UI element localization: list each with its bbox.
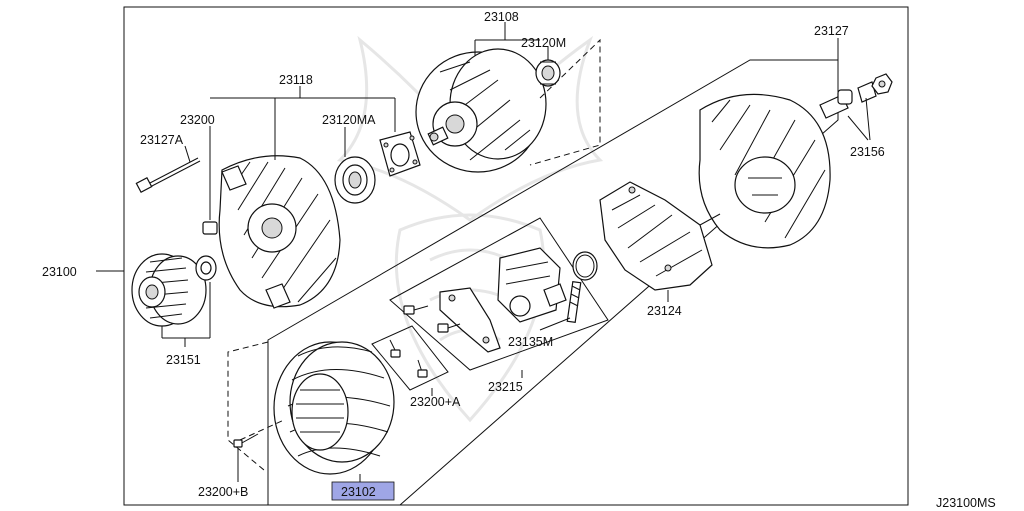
rotor-dashed-bracket [529,38,601,166]
outer-frame [123,6,909,506]
screw-23200b[interactable] [233,433,259,448]
o-ring[interactable] [572,251,598,281]
pulley-washer[interactable] [195,255,217,281]
callout-labels: 23108 23120M 23127 23118 23200 23120MA 2… [42,10,996,510]
label-23151[interactable]: 23151 [166,353,201,367]
diagram-code: J23100MS [936,496,996,510]
label-23100[interactable]: 23100 [42,265,77,279]
label-23200a[interactable]: 23200+A [410,395,461,409]
label-23135m[interactable]: 23135M [508,335,553,349]
label-23108[interactable]: 23108 [484,10,519,24]
regulator-part[interactable] [497,247,567,323]
regulator-screws[interactable] [403,305,461,333]
screw-group-a-box [371,325,449,391]
label-23127a[interactable]: 23127A [140,133,184,147]
label-23120ma[interactable]: 23120MA [322,113,376,127]
rotor-part[interactable] [415,48,547,173]
label-23215[interactable]: 23215 [488,380,523,394]
label-23102[interactable]: 23102 [341,485,376,499]
label-23200b[interactable]: 23200+B [198,485,248,499]
label-23200[interactable]: 23200 [180,113,215,127]
label-23118[interactable]: 23118 [279,73,313,87]
terminal-bolt-23156[interactable] [819,73,893,119]
label-23156[interactable]: 23156 [850,145,885,159]
bearing-23120ma[interactable] [334,156,376,204]
callout-leaders [96,22,871,482]
pulley-part[interactable] [131,253,207,327]
rectifier-part[interactable] [599,181,721,291]
screws-23200a[interactable] [389,339,428,378]
subassembly-frame [267,59,839,506]
stator-part[interactable] [273,341,395,475]
label-23127[interactable]: 23127 [814,24,849,38]
rear-cover-part[interactable] [698,93,831,249]
bearing-23120m[interactable] [535,59,561,87]
stator-dashed-guide [227,341,285,471]
through-bolt-23127a[interactable] [135,157,201,194]
retainer-plate[interactable] [379,131,421,177]
front-bracket-part[interactable] [218,155,341,309]
regulator-group-box [389,217,609,371]
screw-23200[interactable] [202,185,218,235]
brush-part[interactable] [566,280,582,324]
regulator-bracket[interactable] [439,287,501,353]
label-23124[interactable]: 23124 [647,304,682,318]
label-23120m[interactable]: 23120M [521,36,566,50]
highlight-box [331,481,395,501]
